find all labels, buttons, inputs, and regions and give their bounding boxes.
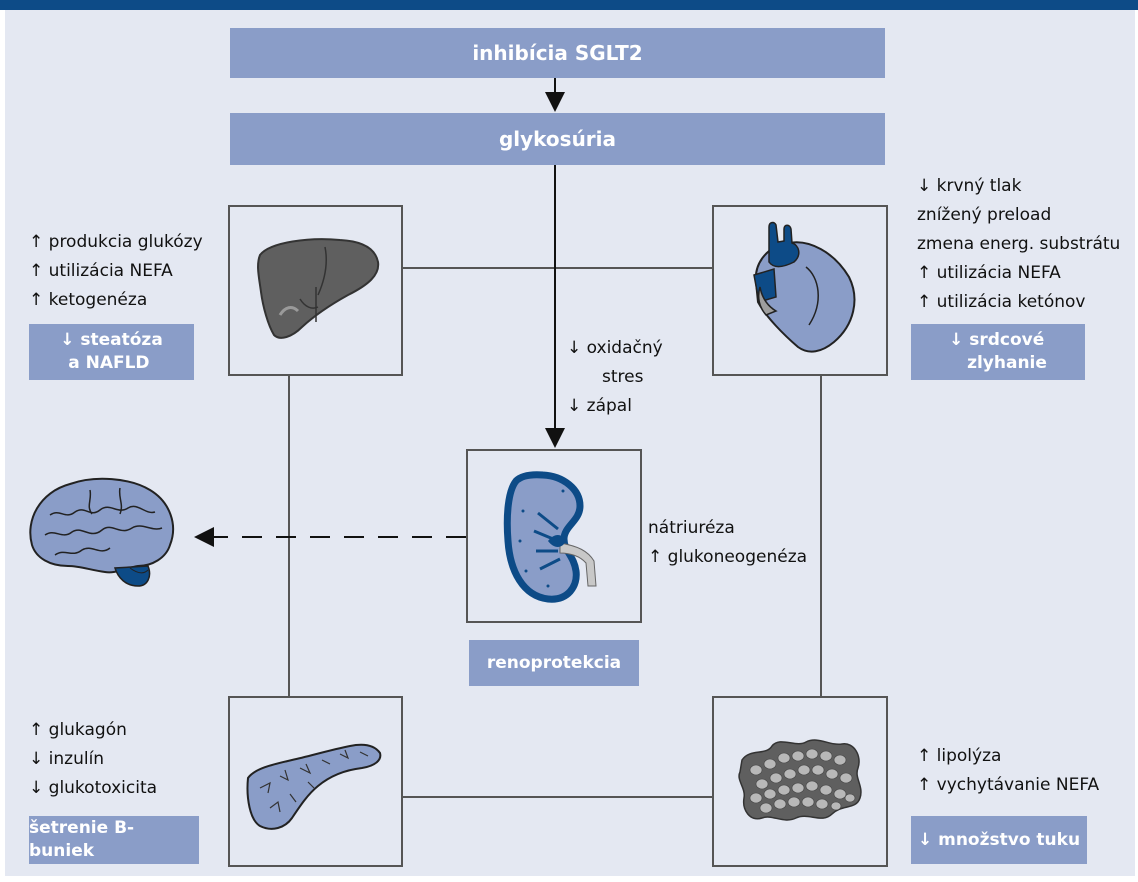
kidney-icon (503, 471, 597, 603)
kidney-outcome-box: renoprotekcia (469, 640, 639, 686)
pancreas-effect: ↓ glukotoxicita (29, 778, 158, 798)
heart-outcome-line: zlyhanie (967, 353, 1047, 373)
fat-effects-list: ↑ lipolýza ↑ vychytávanie NEFA (917, 742, 1099, 800)
pancreas-effect: ↑ glukagón (29, 720, 127, 740)
fat-effect: ↑ lipolýza (917, 746, 1002, 766)
top-bar (0, 0, 1138, 10)
heart-effect: zmena energ. substrátu (917, 234, 1121, 254)
liver-effect: ↑ produkcia glukózy (29, 232, 203, 252)
heart-effects-list: ↓ krvný tlak znížený preload zmena energ… (917, 172, 1120, 317)
liver-effects-list: ↑ produkcia glukózy ↑ utilizácia NEFA ↑ … (29, 228, 203, 315)
heart-effect: ↑ utilizácia NEFA (917, 263, 1061, 283)
heart-box (712, 205, 888, 376)
kidney-effects-list: nátriuréza ↑ glukoneogenéza (648, 514, 807, 572)
kidney-box (466, 449, 642, 623)
glycosuria-box: glykosúria (230, 113, 885, 165)
liver-icon (257, 238, 380, 339)
fat-outcome-label: ↓ množstvo tuku (917, 829, 1081, 850)
adipose-tissue-icon (738, 739, 862, 821)
kidney-effect: ↑ glukoneogenéza (648, 547, 808, 567)
sglt2-inhibition-label: inhibícia SGLT2 (472, 41, 643, 65)
brain-icon (29, 477, 175, 587)
fat-outcome-box: ↓ množstvo tuku (911, 816, 1087, 864)
center-effect: stres (602, 367, 644, 387)
fat-effect: ↑ vychytávanie NEFA (917, 775, 1100, 795)
kidney-effect: nátriuréza (648, 518, 735, 538)
pancreas-outcome-box: šetrenie B-buniek (29, 816, 199, 864)
center-effects-list: ↓ oxidačný stres ↓ zápal (567, 334, 663, 421)
heart-outcome-box: ↓ srdcové zlyhanie (911, 324, 1085, 380)
pancreas-effect: ↓ inzulín (29, 749, 105, 769)
heart-icon (753, 221, 856, 353)
liver-outcome-line: ↓ steatóza (60, 330, 163, 350)
heart-effect: znížený preload (917, 205, 1052, 225)
liver-effect: ↑ ketogenéza (29, 290, 148, 310)
heart-outcome-line: ↓ srdcové (949, 330, 1045, 350)
pancreas-effects-list: ↑ glukagón ↓ inzulín ↓ glukotoxicita (29, 716, 157, 803)
center-effect: ↓ zápal (567, 396, 632, 416)
pancreas-outcome-label: šetrenie B-buniek (29, 818, 135, 861)
center-effect: ↓ oxidačný (567, 338, 663, 358)
kidney-outcome-label: renoprotekcia (486, 652, 622, 673)
fat-box (712, 696, 888, 867)
liver-outcome-box: ↓ steatóza a NAFLD (29, 324, 194, 380)
heart-effect: ↑ utilizácia ketónov (917, 292, 1086, 312)
liver-effect: ↑ utilizácia NEFA (29, 261, 173, 281)
glycosuria-label: glykosúria (498, 127, 617, 151)
pancreas-icon (246, 743, 382, 830)
liver-box (228, 205, 403, 376)
liver-outcome-line: a NAFLD (68, 353, 150, 373)
sglt2-inhibition-box: inhibícia SGLT2 (230, 28, 885, 78)
heart-effect: ↓ krvný tlak (917, 176, 1022, 196)
pancreas-box (228, 696, 403, 867)
